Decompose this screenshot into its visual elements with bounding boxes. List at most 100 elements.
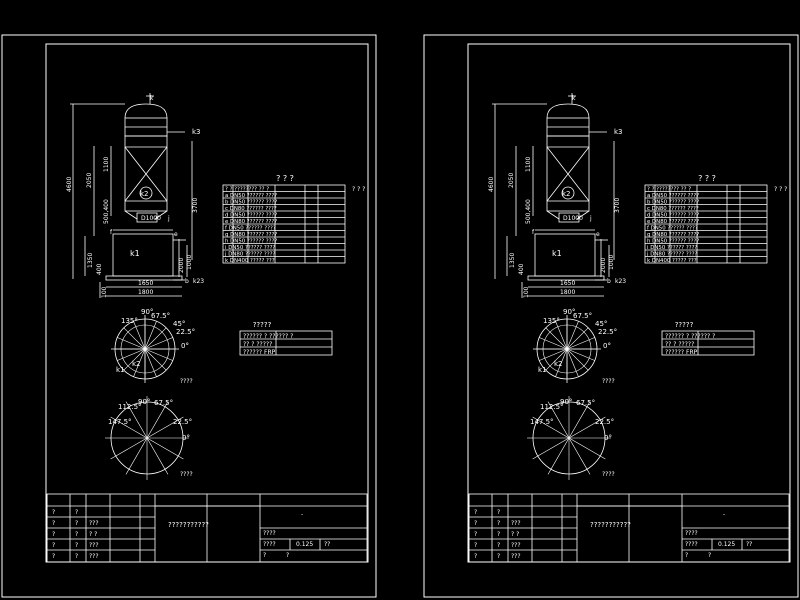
orientation-1-label: 67.5° [573,312,592,320]
orientation-2-tick [600,416,606,421]
orientation-2-spoke [537,419,570,439]
nozzle-table-row: g DN80 ?????? ???? [647,232,699,238]
label-j: j [167,215,170,222]
orientation-2-title: ???? [180,471,193,478]
nozzle-table-row: f DN50 ?????? ???? [647,225,698,231]
orientation-spoke [566,337,595,350]
dim-500-400: 500,400 [525,199,532,224]
nozzle-table-side-mark: ? ? ? [352,186,365,193]
title-block-cell: ??? [89,542,99,549]
orientation-1-label: 0° [603,342,611,350]
orientation-spoke [144,348,173,361]
material-table-border [661,330,755,356]
orientation-2-label: 22.5° [595,418,614,426]
orientation-spoke [539,348,568,361]
title-block-cell: ? [497,531,500,538]
orientation-spoke [133,321,146,350]
orientation-spoke [123,327,146,350]
scale-label: ???? [263,541,276,548]
scale-label: ???? [685,541,698,548]
orientation-1-label: k2 [132,360,141,368]
dim-1650: 1650 [138,280,153,287]
nozzle-table-row: d DN50 ?????? ???? [647,212,699,218]
title-block-cell: ??? [511,520,521,527]
label-e: e [174,231,178,238]
dim-1100: 1100 [525,157,532,172]
orientation-2-spoke [568,406,588,439]
title-block-bottom-a: ? [685,552,688,559]
dim-400: 400 [518,263,525,275]
orientation-2-label: 147.5° [108,418,132,426]
dim-2000: 2000 [178,258,185,273]
dim-2000: 2000 [600,258,607,273]
d1000-box [558,212,580,223]
title-block-unit: ???? [685,530,698,537]
orientation-2-spoke [115,419,148,439]
nozzle-table: ? ? ?? ? ?? ? ???????? ?? ?a DN50 ??????… [644,174,787,264]
orientation-2-tick [547,469,552,475]
title-block-cell: ? [75,520,78,527]
title-block-bottom-b: ? [708,552,711,559]
orientation-1-label: 135° [543,317,560,325]
nozzle-table-row: e DN80 ?????? ???? [225,219,277,225]
orientation-spoke [117,337,146,350]
scale-value: 0.125 [296,541,313,548]
orientation-1-title: ???? [180,378,193,385]
label-d1000: D1000 [141,215,161,222]
nozzle-table-side-mark: ? ? ? [774,186,787,193]
title-block-cell: ? [474,509,477,516]
orientation-spoke [566,348,595,361]
orientation-1-label: 90° [563,308,575,316]
orientation-2-tick [547,401,552,407]
orientation-spoke [545,327,568,350]
title-block-cell: ? ? [89,531,97,538]
dim-2050: 2050 [508,173,515,188]
orientation-2-spoke [128,406,148,439]
title-block-cell: ? ? [511,531,519,538]
nozzle-table-header: ? ? ? [276,174,294,183]
nozzle-table-header: ? ? ? [698,174,716,183]
orientation-2-spoke [568,437,588,470]
material-table-title: ????? [253,321,272,329]
title-block-cell: ? [474,553,477,560]
orientation-spoke [545,348,568,371]
orientation-2-tick [178,455,184,460]
title-block-cell: ? [75,553,78,560]
title-block-cell: ? [52,509,55,516]
nozzle-table-row: b DN50 ?????? ???? [647,199,699,205]
orientation-2-tick [178,416,184,421]
label-d1000: D1000 [563,215,583,222]
base-plate [527,275,605,281]
orientation-1-title: ???? [602,378,615,385]
title-block-cell: ? [52,520,55,527]
dim-4600: 4600 [488,177,495,192]
nozzle-table-row: i DN50 ?????? ???? [225,245,275,251]
drawing-name: ??????????? [590,521,631,529]
orientation-2-label: 90° [560,398,572,406]
orientation-2-title: ???? [602,471,615,478]
orientation-2-spoke [146,406,166,439]
title-block-cell: ? [497,553,500,560]
nozzle-table-row: h DN50 ?????? ???? [647,238,699,244]
label-k3: k3 [192,128,201,136]
dim-1350: 1350 [87,253,94,268]
orientation-2-tick [586,401,591,407]
orientation-view-2: 90°67.5°112.5°22.5°0°147.5°???? [527,396,615,480]
label-k2: k2 [562,190,571,198]
label-k23: k23 [193,278,204,285]
sheet-number: ?? [324,541,330,548]
nozzle-table-row: ? ? ???????? ?? ? [225,186,269,192]
nozzle-table-row: c DN80 ?????? ???? [647,206,699,212]
dim-1000: 1000 [186,255,193,270]
scale-value: 0.125 [718,541,735,548]
material-table: ??????????? ? ?????? ??? ? ??????????? F… [239,321,333,356]
dim-500-400: 500,400 [103,199,110,224]
label-f: f [532,229,535,236]
orientation-2-tick [164,401,169,407]
orientation-2-spoke [550,437,570,470]
